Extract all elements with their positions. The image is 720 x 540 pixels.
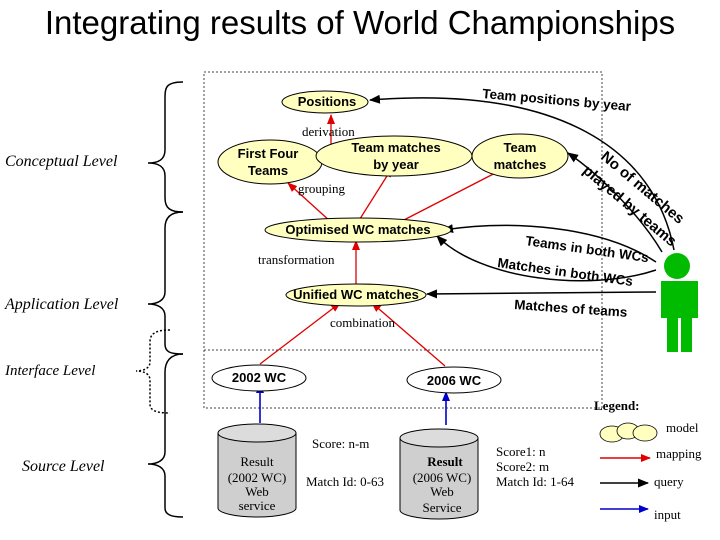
source-2006-line-2: (2006 WC) <box>413 470 472 485</box>
interface-level-label: Interface Level <box>5 363 96 379</box>
application-level-label: Application Level <box>5 296 119 313</box>
source-2002-line-3: Web <box>245 484 269 499</box>
derivation-label: derivation <box>302 124 355 139</box>
source-brace <box>147 353 184 518</box>
model-positions-label: Positions <box>298 94 357 109</box>
model-team-matches: Team matches <box>471 133 569 179</box>
combination-arrow-2 <box>371 302 446 367</box>
grouping-arrow-1 <box>287 182 332 223</box>
source-2006-score1: Score1: n <box>496 444 546 459</box>
interface-brace <box>135 329 171 414</box>
query-arrow-matches-in-both <box>436 235 657 282</box>
query-arrow-matches-of-teams <box>426 289 657 299</box>
query-team-positions-label: Team positions by year <box>482 86 633 114</box>
model-team-matches-label-2: matches <box>494 157 547 172</box>
model-first-four-label-1: First Four <box>238 146 299 161</box>
model-team-matches-year-label-2: by year <box>373 157 419 172</box>
source-2006-line-4: Service <box>423 500 462 515</box>
source-level-label: Source Level <box>22 458 105 475</box>
conceptual-brace <box>147 81 184 213</box>
source-2002-line-2: (2002 WC) <box>228 470 287 485</box>
legend-title: Legend: <box>594 398 640 413</box>
interface-2002-wc: 2002 WC <box>211 364 307 392</box>
combination-arrow-1 <box>259 302 341 365</box>
model-team-matches-by-year: Team matches by year <box>315 135 473 177</box>
model-team-matches-year-label-1: Team matches <box>351 140 440 155</box>
source-2002-line-4: service <box>239 498 276 513</box>
legend-input-label: input <box>654 507 681 522</box>
model-unified-label: Unified WC matches <box>293 287 419 302</box>
grouping-arrow-3 <box>399 167 506 223</box>
legend-query-label: query <box>654 474 684 489</box>
integration-frame <box>203 71 603 409</box>
model-first-four-teams: First Four Teams <box>217 139 323 185</box>
application-brace <box>147 211 184 355</box>
model-first-four-label-2: Teams <box>248 163 288 178</box>
legend-model-label: model <box>666 420 699 435</box>
source-2002-match-id: Match Id: 0-63 <box>306 474 384 489</box>
query-arrow-teams-in-both <box>442 224 657 263</box>
interface-2002-label: 2002 WC <box>232 370 287 385</box>
user-icon <box>661 253 698 352</box>
source-2006-match-id: Match Id: 1-64 <box>496 474 574 489</box>
legend: Legend: model mapping query input <box>594 398 702 522</box>
model-positions: Positions <box>281 90 369 114</box>
interface-2006-wc: 2006 WC <box>406 366 502 394</box>
transformation-label: transformation <box>258 252 335 267</box>
source-2006-web-service: Result (2006 WC) Web Service <box>399 428 479 520</box>
slide-title: Integrating results of World Championshi… <box>44 4 676 41</box>
model-optimised-label: Optimised WC matches <box>285 222 430 237</box>
legend-mapping-label: mapping <box>656 446 702 461</box>
source-2006-line-3: Web <box>430 484 454 499</box>
source-2002-score: Score: n-m <box>312 436 369 451</box>
source-2002-web-service: Result (2002 WC) Web service <box>217 423 297 518</box>
grouping-arrow-2 <box>357 167 393 223</box>
interface-2006-label: 2006 WC <box>427 373 482 388</box>
query-arrow-positions <box>369 94 675 251</box>
source-2002-line-1: Result <box>240 454 274 469</box>
query-matches-of-teams-label: Matches of teams <box>514 297 628 320</box>
grouping-label: grouping <box>298 181 345 196</box>
model-unified-wc-matches: Unified WC matches <box>285 283 427 307</box>
query-arrow-no-matches <box>567 152 663 253</box>
combination-label: combination <box>330 315 395 330</box>
model-team-matches-label-1: Team <box>504 140 537 155</box>
source-2006-score2: Score2: m <box>496 459 549 474</box>
source-2006-line-1: Result <box>427 454 463 469</box>
conceptual-level-label: Conceptual Level <box>5 153 118 170</box>
model-optimised-wc-matches: Optimised WC matches <box>264 217 452 243</box>
